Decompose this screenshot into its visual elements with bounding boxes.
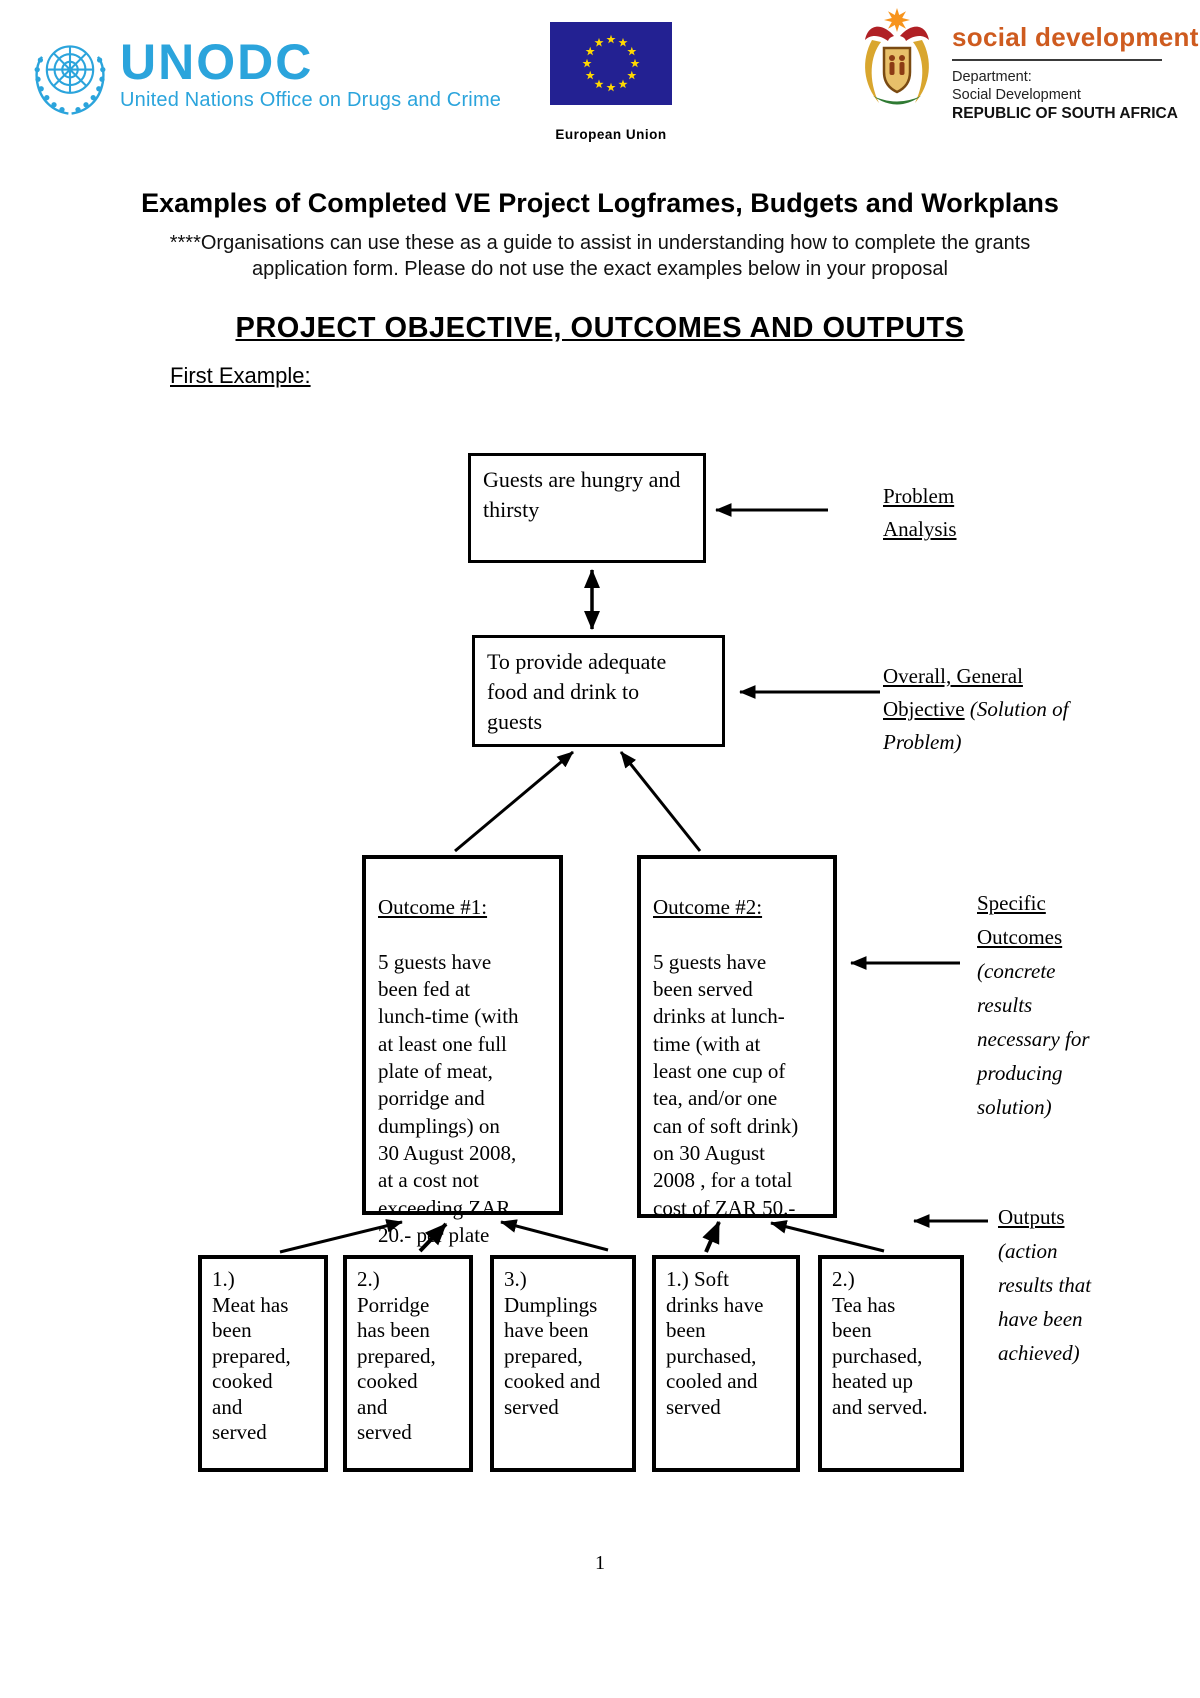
label-overall-objective: Overall, General Objective (Solution of … (883, 660, 1075, 759)
arrow-outcome1-to-objective (454, 750, 574, 853)
arrow-outcome2-to-objective (619, 751, 702, 852)
outcome1-heading: Outcome #1: (378, 895, 488, 920)
label-overall-objective-underlined: Overall, General Objective (883, 664, 1023, 721)
output-box-dumplings: 3.) Dumplings have been prepared, cooked… (490, 1255, 636, 1472)
example-label: First Example: (170, 363, 311, 388)
problem-box: Guests are hungry and thirsty (468, 453, 706, 563)
sa-department-name: Social Development (952, 87, 1081, 103)
sa-logo: social development Department: Social De… (858, 8, 1199, 123)
doc-title: Examples of Completed VE Project Logfram… (141, 188, 1059, 218)
label-outputs-underlined: Outputs (998, 1205, 1065, 1229)
output-box-porridge: 2.) Porridge has been prepared, cooked a… (343, 1255, 473, 1472)
sa-divider (952, 59, 1162, 61)
page-number: 1 (595, 1552, 605, 1574)
eu-logo: European Union (543, 22, 679, 142)
label-specific-outcomes-underlined: Specific Outcomes (977, 891, 1063, 949)
outcome2-box: Outcome #2: 5 guests have been served dr… (637, 855, 837, 1220)
output-box-tea: 2.) Tea has been purchased, heated up an… (818, 1255, 964, 1472)
label-overall-objective-italic: (Solution of Problem) (883, 697, 1069, 754)
un-emblem-icon (34, 45, 106, 115)
outcome2-heading: Outcome #2: (653, 895, 763, 920)
outcome2-body: 5 guests have been served drinks at lunc… (653, 949, 799, 1220)
label-outputs-italic: (action results that have been achieved) (998, 1239, 1092, 1365)
unodc-tagline: United Nations Office on Drugs and Crime (120, 89, 502, 111)
outcome1-box: Outcome #1: 5 guests have been fed at lu… (362, 855, 563, 1247)
eu-flag-icon (550, 22, 672, 105)
label-specific-outcomes-italic: (concrete results necessary for producin… (977, 959, 1090, 1119)
label-problem-analysis: Problem Analysis (883, 484, 957, 541)
doc-subtitle: ****Organisations can use these as a gui… (169, 232, 1031, 280)
objective-box: To provide adequate food and drink to gu… (472, 635, 725, 747)
sa-brand: social development (952, 22, 1199, 52)
sa-department-label: Department: (952, 69, 1032, 85)
output-box-soft-drinks: 1.) Soft drinks have been purchased, coo… (652, 1255, 800, 1472)
unodc-logo: UNODC United Nations Office on Drugs and… (30, 36, 501, 116)
sa-coat-of-arms-icon (865, 8, 929, 105)
label-specific-outcomes: Specific Outcomes (concrete results nece… (977, 886, 1105, 1124)
output-box-meat: 1.) Meat has been prepared, cooked and s… (198, 1255, 328, 1472)
sa-country: REPUBLIC OF SOUTH AFRICA (952, 105, 1178, 122)
eu-label: European Union (555, 127, 667, 142)
unodc-acronym: UNODC (120, 34, 314, 90)
section-heading: PROJECT OBJECTIVE, OUTCOMES AND OUTPUTS (235, 312, 965, 344)
label-outputs: Outputs (action results that have been a… (998, 1200, 1110, 1370)
outcome1-body: 5 guests have been fed at lunch-time (wi… (378, 949, 519, 1247)
